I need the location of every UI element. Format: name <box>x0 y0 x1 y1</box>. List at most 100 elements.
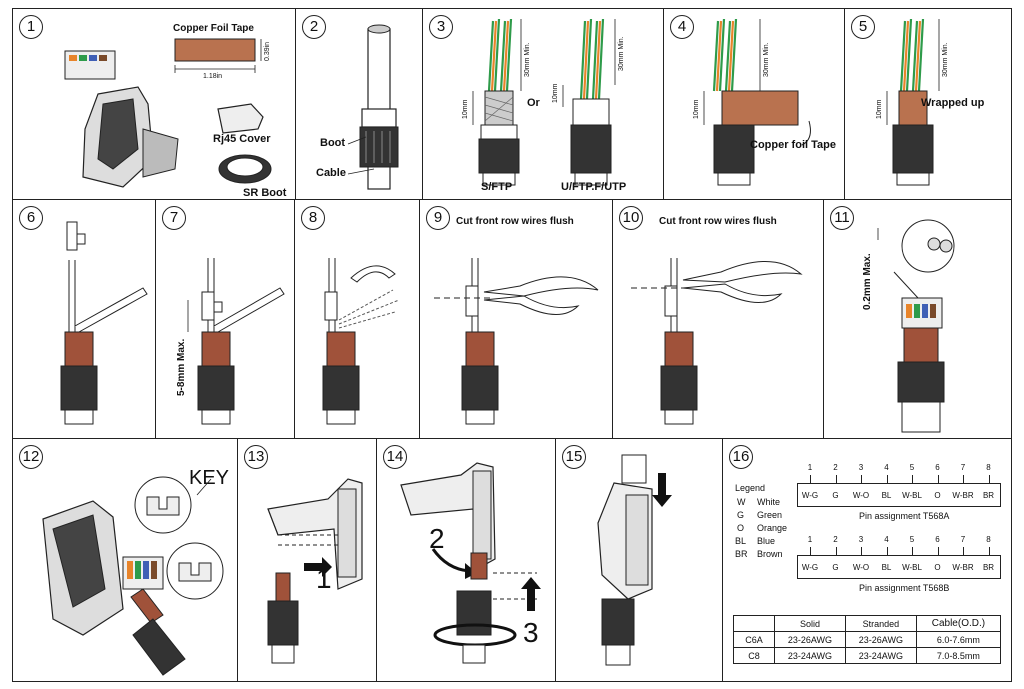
legend-name: Green <box>757 510 783 520</box>
pin-tick <box>861 547 862 555</box>
pin-number: 8 <box>986 463 991 472</box>
step-9-panel: 9 Cut front row wires flush <box>419 199 613 439</box>
step-1-illustration <box>64 38 272 188</box>
pin-code: BR <box>982 491 995 500</box>
arrow-number-3: 3 <box>523 617 539 648</box>
step-10-title: Cut front row wires flush <box>659 216 777 227</box>
step-12-illustration <box>42 476 224 676</box>
pin-code: BL <box>881 563 892 572</box>
step-6-illustration <box>60 221 148 425</box>
pin-tick <box>861 475 862 483</box>
pin-code: W-BL <box>902 491 922 500</box>
pin-number: 1 <box>807 463 813 472</box>
step-4-panel: 4 30mm Min. 10mm Copper foil Tape <box>663 8 845 200</box>
length-30mm: 30mm Min. <box>942 42 949 77</box>
pin-number: 2 <box>833 535 838 544</box>
step-8-illustration <box>322 258 400 425</box>
step-9-illustration <box>434 258 599 425</box>
step-9-title: Cut front row wires flush <box>456 216 574 227</box>
step-number: 9 <box>426 206 450 230</box>
length-30mm: 30mm Min. <box>524 42 531 77</box>
pin-tick <box>912 547 913 555</box>
tape-width: 1.18in <box>203 73 223 80</box>
pin-code: W-BR <box>952 563 974 572</box>
length-10mm: 10mm <box>462 99 469 119</box>
step-6-panel: 6 <box>12 199 156 439</box>
rj45-cover <box>217 103 264 134</box>
pin-tick <box>886 475 888 483</box>
table-cell: 7.0-8.5mm <box>915 647 1002 664</box>
pin-tick <box>963 547 964 555</box>
step-14-illustration <box>400 462 541 664</box>
step-number: 8 <box>301 206 325 230</box>
table-header: Stranded <box>844 615 917 632</box>
step-number: 1 <box>19 15 43 39</box>
pin-code: W-G <box>801 491 819 500</box>
rj45-cover-label: Rj45 Cover <box>213 133 271 145</box>
table-cell: C6A <box>733 631 775 648</box>
wrapped-up-label: Wrapped up <box>921 97 985 109</box>
step-16-panel: 16 Legend W White G Green O Orange BL Bl… <box>722 438 1012 682</box>
table-cell: 23-24AWG <box>844 647 917 664</box>
step-5-illustration <box>886 18 940 186</box>
step-10-panel: 10 Cut front row wires flush <box>612 199 824 439</box>
length-30mm-b: 30mm Min. <box>618 36 625 71</box>
step-number: 11 <box>830 206 854 230</box>
pin-box <box>797 483 1001 507</box>
table-cell: C8 <box>733 647 775 664</box>
rotate-arrow-2 <box>431 548 470 573</box>
legend-code: BL <box>735 536 747 546</box>
tape-title: Copper Foil Tape <box>173 23 254 34</box>
step-5-panel: 5 30mm Min. 10mm Wrapped up <box>844 8 1012 200</box>
pin-number: 8 <box>986 535 991 544</box>
step-number: 15 <box>562 445 586 469</box>
table-cell: 23-24AWG <box>774 647 846 664</box>
dust-cap <box>621 454 647 484</box>
pin-code: BR <box>982 563 995 572</box>
pin-tick <box>988 547 990 555</box>
pin-tick <box>937 547 939 555</box>
pin-tick <box>937 475 939 483</box>
braid-shield <box>484 90 514 126</box>
copper-tape-label: Copper foil Tape <box>750 139 836 151</box>
step-number: 5 <box>851 15 875 39</box>
cable-label: Cable <box>316 167 346 179</box>
step-3-panel: 3 30mm Min. 10mm Or 30mm Min. 10mm S/FTP… <box>422 8 664 200</box>
table-cell: 23-26AWG <box>774 631 846 648</box>
step-15-illustration <box>597 454 672 666</box>
length-10mm: 10mm <box>876 99 883 119</box>
max-gap-label: 0.2mm Max. <box>862 253 873 310</box>
table-cell: 6.0-7.6mm <box>915 631 1002 648</box>
pin-tick <box>886 547 888 555</box>
pin-number: 4 <box>884 463 889 472</box>
step-8-panel: 8 <box>294 199 420 439</box>
table-header: Cable(O.D.) <box>915 615 1002 632</box>
step-number: 13 <box>244 445 268 469</box>
pin-box <box>797 555 1001 579</box>
legend-name: Brown <box>757 549 783 559</box>
table-row: C6A 23-26AWG 23-26AWG 6.0-7.6mm <box>733 631 1002 648</box>
pin-tick <box>810 475 811 483</box>
t568b-caption: Pin assignment T568B <box>859 583 950 593</box>
sftp-label: S/FTP <box>481 181 513 193</box>
step-2-illustration <box>347 24 399 190</box>
legend-code: BR <box>735 549 748 559</box>
pin-tick <box>810 547 811 555</box>
pin-number: 7 <box>960 535 966 544</box>
step-10-illustration <box>631 258 803 425</box>
pin-number: 1 <box>807 535 813 544</box>
pin-tick <box>912 475 913 483</box>
pliers <box>483 276 599 297</box>
wrapped-tape <box>898 90 928 126</box>
legend-code: O <box>737 523 745 533</box>
step-4-illustration <box>703 18 811 186</box>
pin-code: W-O <box>852 491 870 500</box>
sr-boot-label: SR Boot <box>243 187 287 199</box>
step-13-illustration <box>267 478 363 664</box>
pin-code: BL <box>881 491 892 500</box>
step-number: 16 <box>729 445 753 469</box>
step-number: 4 <box>670 15 694 39</box>
pin-code: O <box>934 563 941 572</box>
step-12-panel: 12 KEY <box>12 438 238 682</box>
